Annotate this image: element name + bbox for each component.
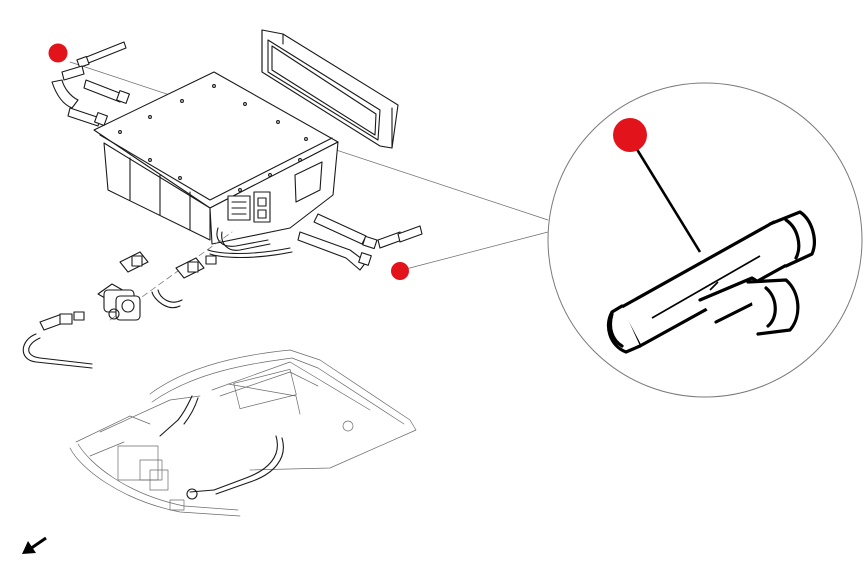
red-dot-marker-icon xyxy=(391,262,409,280)
heater-unit-box xyxy=(93,71,339,245)
t-fitting-detail xyxy=(606,210,816,354)
upper-left-hoses xyxy=(51,41,130,127)
valve-assembly xyxy=(22,251,217,369)
air-filter-box xyxy=(261,29,399,149)
vehicle-chassis xyxy=(69,349,417,517)
arrow-down-left-icon xyxy=(22,536,47,554)
right-side-hoses xyxy=(297,213,423,271)
red-dot-marker-icon xyxy=(613,118,647,152)
red-markers xyxy=(48,43,647,280)
detail-view-circle xyxy=(547,82,863,398)
red-dot-marker-icon xyxy=(48,43,68,63)
